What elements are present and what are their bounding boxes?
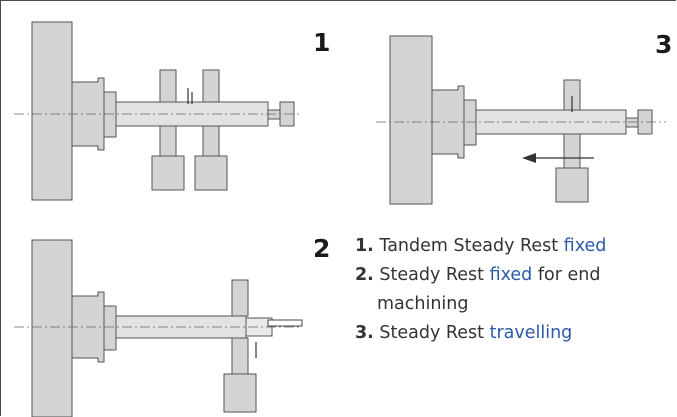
figure-1-tandem-steady-rest bbox=[14, 21, 302, 201]
steady-rest-base bbox=[555, 167, 589, 203]
figure-number-2: 2 bbox=[313, 234, 331, 263]
steady-rest-1-base bbox=[151, 155, 185, 191]
figure-number-1: 1 bbox=[313, 28, 331, 57]
headstock-wall bbox=[31, 239, 73, 417]
figure-2-end-machining bbox=[14, 239, 303, 417]
legend-item-3: 3. Steady Rest travelling bbox=[355, 323, 573, 343]
steady-rest-upper bbox=[231, 279, 249, 317]
legend-item-1: 1. Tandem Steady Rest fixed bbox=[355, 236, 607, 256]
steady-rest-1-upper bbox=[159, 69, 177, 103]
headstock-wall bbox=[31, 21, 73, 201]
boring-tool bbox=[267, 319, 303, 327]
workpiece-shaft bbox=[115, 101, 269, 127]
chuck-jaw bbox=[463, 99, 477, 146]
figure-3-travelling-steady-rest bbox=[376, 35, 666, 205]
chuck-jaw bbox=[103, 305, 117, 351]
steady-rest-base bbox=[223, 373, 257, 413]
steady-rest-2-upper bbox=[202, 69, 220, 103]
legend-list: 1. Tandem Steady Rest fixed 2. Steady Re… bbox=[355, 232, 606, 348]
legend-item-2: 2. Steady Rest fixed for end machining bbox=[355, 265, 601, 314]
figure-number-3: 3 bbox=[655, 30, 673, 59]
headstock-wall bbox=[389, 35, 433, 205]
steady-rest-2-base bbox=[194, 155, 228, 191]
chuck-jaw bbox=[103, 91, 117, 138]
